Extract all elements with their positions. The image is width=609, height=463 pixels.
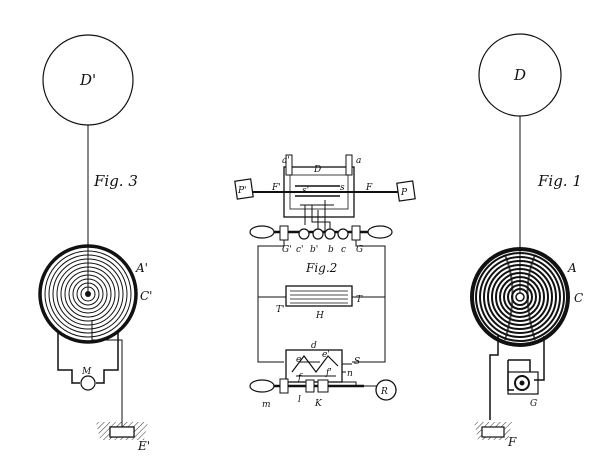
label-a: a <box>356 156 361 166</box>
figure-1: D Fig. 1 A C G F <box>470 33 583 449</box>
label-G: G <box>356 245 363 255</box>
coil-lead-right-r <box>534 336 545 381</box>
label-S: S <box>354 357 360 367</box>
figure-3: D' Fig. 3 A' C' M E' <box>38 34 152 453</box>
resistance-r <box>375 379 397 401</box>
label-F-prime: F' <box>271 183 281 193</box>
label-D-top: D <box>313 165 321 175</box>
coil-a-label: A <box>567 261 577 275</box>
label-c: c <box>341 245 346 255</box>
label-d: d <box>311 341 317 351</box>
coil-lead-left-r <box>489 336 499 420</box>
label-e-prime: e' <box>322 350 330 360</box>
fig3-title: Fig. 3 <box>93 172 138 190</box>
coil-c-prime-label: C' <box>140 289 152 303</box>
pulley-p-prime <box>234 178 254 200</box>
label-f: f <box>297 373 303 383</box>
ground-plate-f <box>481 426 505 438</box>
disc-d-label: D <box>513 66 526 84</box>
handle-right-top <box>367 225 393 239</box>
handle-left-top <box>249 225 275 239</box>
circuit-top-right <box>352 240 386 363</box>
label-G-prime: G' <box>282 245 292 255</box>
label-f-prime: f' <box>325 368 332 378</box>
motor-g-housing <box>507 371 539 395</box>
fig2-title: Fig.2 <box>305 261 337 275</box>
bottom-frame <box>285 349 343 383</box>
label-m: m <box>262 400 271 410</box>
label-l: l <box>298 395 301 405</box>
pulley-p <box>396 180 416 202</box>
motor-leads <box>507 359 531 391</box>
label-a-prime: a' <box>282 156 290 166</box>
label-H: H <box>315 311 324 321</box>
label-T-prime: T' <box>276 305 284 315</box>
coil-lead-left <box>57 330 80 384</box>
label-b: b <box>328 245 334 255</box>
label-c-prime: c' <box>296 245 304 255</box>
figure-2: D a' a F' F s' s P' P G' c' b' b c G Fig… <box>234 154 416 410</box>
fig1-title: Fig. 1 <box>537 172 582 190</box>
motor-g <box>514 375 530 391</box>
disc-d-prime-label: D' <box>79 71 96 89</box>
circuit-top-left <box>257 240 285 363</box>
label-s: s <box>340 183 345 193</box>
label-F: F <box>365 183 373 193</box>
coil-a-prime-label: A' <box>135 261 148 275</box>
label-P: P <box>400 188 408 198</box>
label-e: e <box>296 355 301 365</box>
label-R: R <box>380 387 388 397</box>
label-T: T <box>356 295 363 305</box>
label-n: n <box>347 369 353 379</box>
handle-left-bottom <box>249 379 275 393</box>
label-K: K <box>314 399 323 409</box>
coil-a-prime <box>38 244 138 344</box>
ground-wire-left <box>91 320 123 428</box>
label-P-prime: P' <box>237 186 247 196</box>
ground-f-label: F <box>507 435 517 449</box>
coil-c-label: C <box>574 291 583 305</box>
motor-g-label: G <box>530 399 537 409</box>
ground-e-prime-label: E' <box>137 439 150 453</box>
motor-m <box>80 375 96 391</box>
coil-lead-right <box>96 330 119 384</box>
motor-m-label: M <box>81 367 92 377</box>
coil-a <box>470 247 570 347</box>
label-b-prime: b' <box>310 245 318 255</box>
